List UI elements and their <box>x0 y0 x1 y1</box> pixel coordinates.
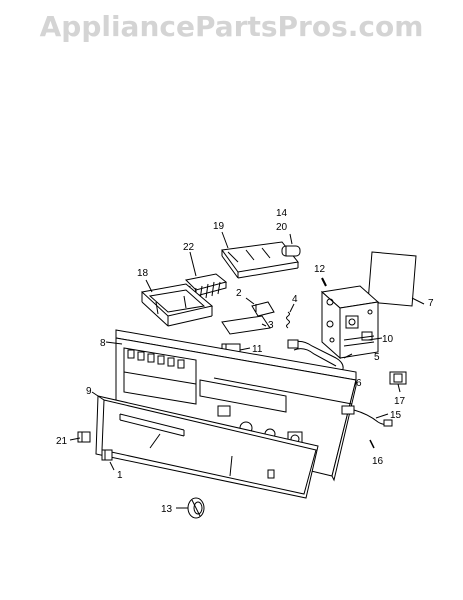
part-21-push-button <box>77 431 91 443</box>
callout-9: 9 <box>86 386 92 397</box>
part-17-rocker-switch <box>389 371 407 385</box>
callout-7: 7 <box>428 298 434 309</box>
callout-8: 8 <box>100 338 106 349</box>
callout-21: 21 <box>56 436 68 447</box>
callout-16: 16 <box>372 456 384 467</box>
callout-11: 11 <box>252 344 263 355</box>
callout-3: 3 <box>268 320 274 331</box>
callout-1: 1 <box>117 470 123 481</box>
callout-12: 12 <box>314 264 326 275</box>
part-4-spring <box>286 311 290 329</box>
part-7-sheet <box>367 251 417 307</box>
callout-6: 6 <box>356 378 362 389</box>
part-3-circuit-board <box>221 315 271 335</box>
part-2-bracket <box>251 301 275 317</box>
callout-17: 17 <box>394 396 406 407</box>
part-15-wire-cord <box>341 405 393 427</box>
part-9-trim-panel <box>95 395 319 499</box>
callout-5: 5 <box>374 352 380 363</box>
part-10-timer-module <box>320 285 380 360</box>
part-13-knob <box>187 497 205 519</box>
callout-10: 10 <box>382 334 394 345</box>
watermark-text: AppliancePartsPros.com <box>39 10 424 43</box>
part-18-display-holder <box>140 283 214 327</box>
callout-22: 22 <box>183 242 195 253</box>
part-1-button <box>101 449 113 461</box>
callout-2: 2 <box>236 288 242 299</box>
callout-15: 15 <box>390 410 402 421</box>
callout-14: 14 <box>276 208 288 219</box>
callout-19: 19 <box>213 221 225 232</box>
callout-4: 4 <box>292 294 298 305</box>
part-20-cap <box>281 245 301 257</box>
part-16-wire-tie <box>369 439 375 449</box>
part-19-display-tray <box>221 241 299 279</box>
callout-18: 18 <box>137 268 149 279</box>
callout-13: 13 <box>161 504 173 515</box>
part-12-screw <box>321 277 327 287</box>
callout-20: 20 <box>276 222 288 233</box>
